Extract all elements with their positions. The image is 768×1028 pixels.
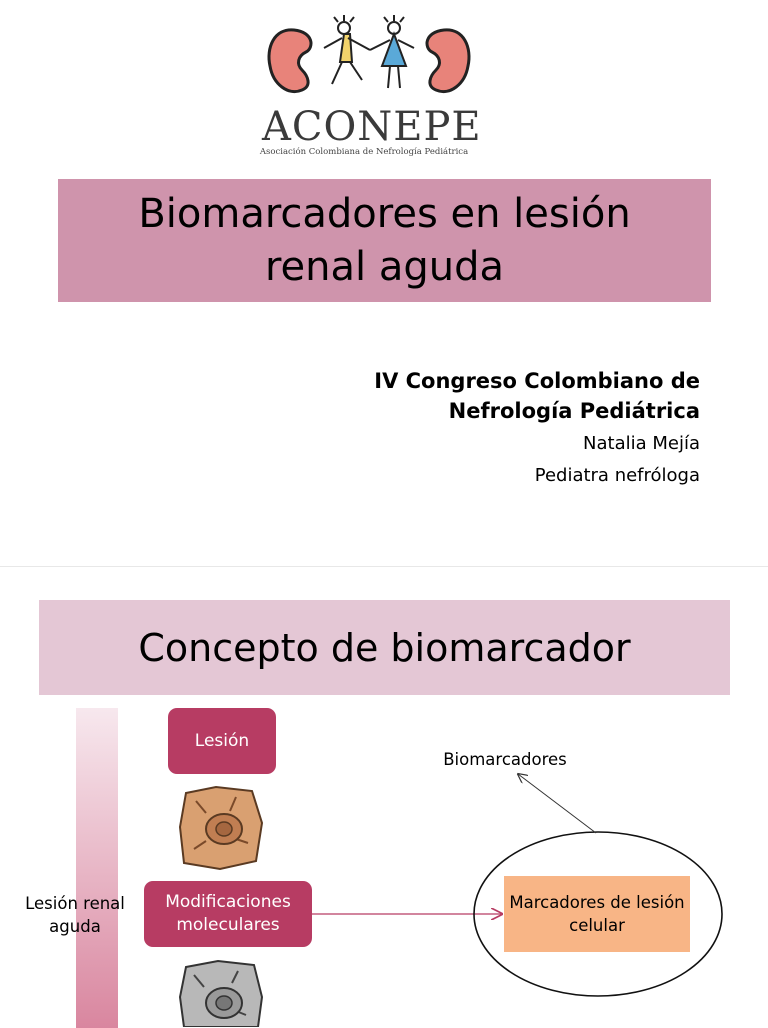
author-name: Natalia Mejía (583, 433, 700, 454)
arrow-to-biomarkers (518, 774, 597, 834)
congress-name: IV Congreso Colombiano de Nefrología Ped… (374, 369, 700, 423)
title-band: Biomarcadores en lesión renal aguda (58, 179, 711, 302)
biomarkers-label: Biomarcadores (443, 750, 567, 769)
right-kidney-shape (425, 28, 471, 93)
damaged-cell-illustration (178, 785, 264, 871)
molecular-changes-box: Modificaciones moleculares (144, 881, 312, 947)
gray-cell-illustration (178, 959, 264, 1027)
slide-title: Biomarcadores en lesión renal aguda (138, 190, 631, 290)
child-figure-left (323, 15, 371, 85)
left-kidney-shape (267, 28, 313, 93)
logo-wordmark: ACONEPE (262, 104, 482, 150)
cell-injury-markers-box: Marcadores de lesión celular (504, 876, 690, 952)
logo-illustration (267, 15, 471, 93)
lesion-box: Lesión (168, 708, 276, 774)
aki-side-label: Lesión renal aguda (25, 894, 125, 936)
author-role: Pediatra nefróloga (534, 465, 700, 486)
timeline-gradient-bar (76, 708, 118, 1028)
marker-ellipse (473, 831, 723, 997)
slide-divider (0, 566, 768, 567)
child-figure-right (369, 15, 415, 89)
concept-title: Concepto de biomarcador (138, 625, 631, 670)
concept-title-band: Concepto de biomarcador (39, 600, 730, 695)
logo-subtitle: Asociación Colombiana de Nefrología Pedi… (259, 147, 469, 157)
diagram-connectors (312, 700, 723, 997)
presenter-block: IV Congreso Colombiano de Nefrología Ped… (260, 366, 700, 490)
